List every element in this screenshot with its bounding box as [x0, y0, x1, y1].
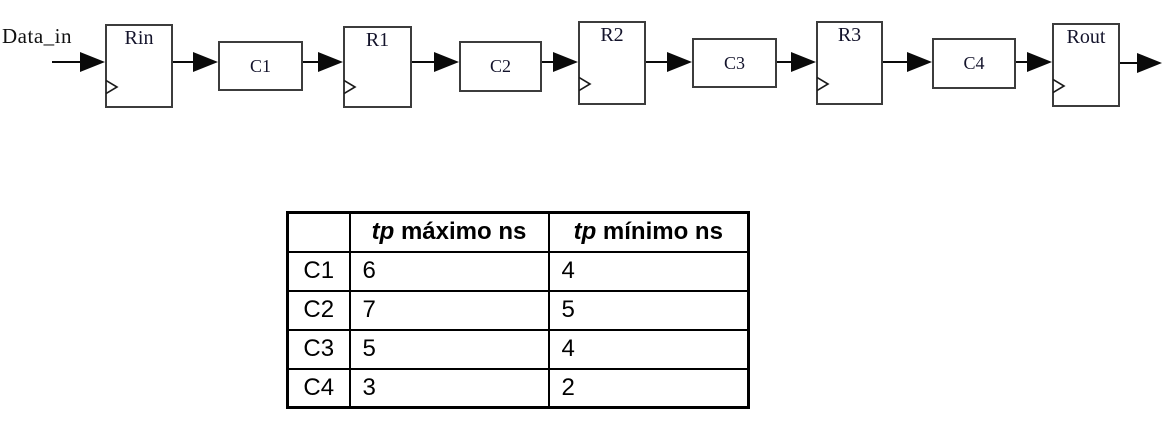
arrow-head-icon	[791, 52, 816, 72]
arrow-head-icon	[80, 52, 105, 72]
table-header-row: tp máximo ns tp mínimo ns	[286, 211, 750, 253]
tp-min-value-cell: 5	[547, 289, 750, 331]
register-label: R2	[600, 24, 624, 46]
tp-max-value-cell: 5	[348, 328, 550, 370]
tp-min-label: mínimo ns	[602, 218, 723, 246]
arrow-head-icon	[667, 52, 692, 72]
comb-block-label: C4	[963, 53, 985, 73]
header-cell-empty	[286, 211, 351, 253]
register-label: Rin	[124, 27, 154, 49]
arrow-head-icon	[1137, 53, 1162, 73]
signal-arrow-r3-c4	[883, 51, 932, 73]
register-r3: R3	[816, 21, 883, 105]
header-cell-tp-max: tp máximo ns	[348, 211, 550, 253]
arrow-shaft	[173, 61, 193, 63]
clock-edge-icon	[817, 76, 830, 92]
table-row: C4 3 2	[286, 367, 750, 409]
row-label-cell: C2	[286, 289, 351, 331]
comb-block-label: C1	[249, 55, 271, 76]
arrow-head-icon	[434, 52, 459, 72]
tp-symbol: tp	[573, 218, 597, 246]
tp-min-value-cell: 2	[547, 367, 750, 409]
arrow-shaft	[777, 61, 791, 63]
clock-edge-icon	[1053, 78, 1066, 94]
register-r1: R1	[343, 26, 412, 108]
comb-block-label: C3	[723, 52, 745, 73]
arrow-shaft	[1016, 61, 1027, 63]
signal-arrow-rin-c1	[173, 51, 218, 73]
register-r2: R2	[578, 21, 646, 105]
input-signal-label: Data_in	[2, 24, 72, 48]
tp-min-value-cell: 4	[547, 250, 750, 292]
comb-block-c1: C1	[218, 41, 303, 91]
arrow-shaft	[646, 61, 667, 63]
comb-block-label: C2	[489, 56, 511, 76]
clock-edge-icon	[344, 79, 357, 95]
arrow-head-icon	[1027, 52, 1052, 72]
arrow-head-icon	[193, 52, 218, 72]
row-label-cell: C4	[286, 367, 351, 409]
signal-arrow-c2-r2	[542, 51, 578, 73]
signal-arrow-c1-r1	[303, 51, 343, 73]
register-rout: Rout	[1052, 23, 1120, 107]
arrow-head-icon	[318, 52, 343, 72]
signal-arrow-input	[52, 51, 105, 73]
register-label: R3	[837, 24, 862, 46]
comb-block-c4: C4	[932, 38, 1016, 89]
clock-edge-icon	[106, 79, 119, 95]
table-row: C1 6 4	[286, 250, 750, 292]
arrow-shaft	[52, 61, 80, 63]
signal-arrow-r1-c2	[412, 51, 459, 73]
signal-arrow-r2-c3	[646, 51, 692, 73]
tp-max-label: máximo ns	[400, 218, 527, 246]
tp-max-value-cell: 3	[348, 367, 550, 409]
arrow-shaft	[303, 61, 318, 63]
row-label-cell: C1	[286, 250, 351, 292]
tp-min-value-cell: 4	[547, 328, 750, 370]
table-row: C2 7 5	[286, 289, 750, 331]
arrow-shaft	[1120, 62, 1137, 64]
table-row: C3 5 4	[286, 328, 750, 370]
arrow-shaft	[542, 61, 553, 63]
arrow-head-icon	[553, 52, 578, 72]
signal-arrow-c3-r3	[777, 51, 816, 73]
comb-block-c2: C2	[459, 41, 542, 92]
pipeline-diagram: Data_in Rin C1 R1 C2 R2	[0, 0, 1165, 140]
register-label: Rout	[1066, 26, 1106, 48]
signal-arrow-c4-rout	[1016, 51, 1052, 73]
row-label-cell: C3	[286, 328, 351, 370]
arrow-head-icon	[907, 52, 932, 72]
comb-block-c3: C3	[692, 38, 777, 88]
arrow-shaft	[412, 61, 434, 63]
tp-timing-table: tp máximo ns tp mínimo ns C1 6 4 C2 7 5 …	[286, 211, 750, 409]
register-rin: Rin	[105, 24, 173, 108]
header-cell-tp-min: tp mínimo ns	[547, 211, 750, 253]
arrow-shaft	[883, 61, 907, 63]
tp-max-value-cell: 7	[348, 289, 550, 331]
tp-symbol: tp	[371, 218, 395, 246]
tp-max-value-cell: 6	[348, 250, 550, 292]
clock-edge-icon	[579, 76, 592, 92]
signal-arrow-output	[1120, 52, 1162, 74]
register-label: R1	[365, 29, 390, 51]
